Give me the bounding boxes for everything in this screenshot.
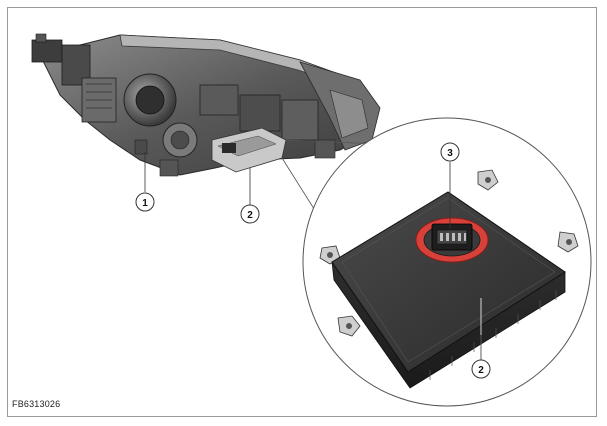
callout-2-detail-label: 2 — [478, 365, 484, 376]
figure-id: FB6313026 — [12, 399, 61, 409]
zoom-line-upper — [285, 139, 379, 145]
headlight-assembly — [31, 33, 381, 177]
callout-2-label: 2 — [247, 210, 253, 221]
zoom-line-lower — [281, 157, 317, 213]
control-unit-detail — [319, 169, 579, 389]
callout-2-detail: 2 — [471, 359, 491, 379]
callout-2: 2 — [240, 204, 260, 224]
callout-1: 1 — [135, 192, 155, 212]
callout-3: 3 — [440, 142, 460, 162]
callout-1-label: 1 — [142, 198, 148, 209]
callout-3-label: 3 — [447, 148, 453, 159]
